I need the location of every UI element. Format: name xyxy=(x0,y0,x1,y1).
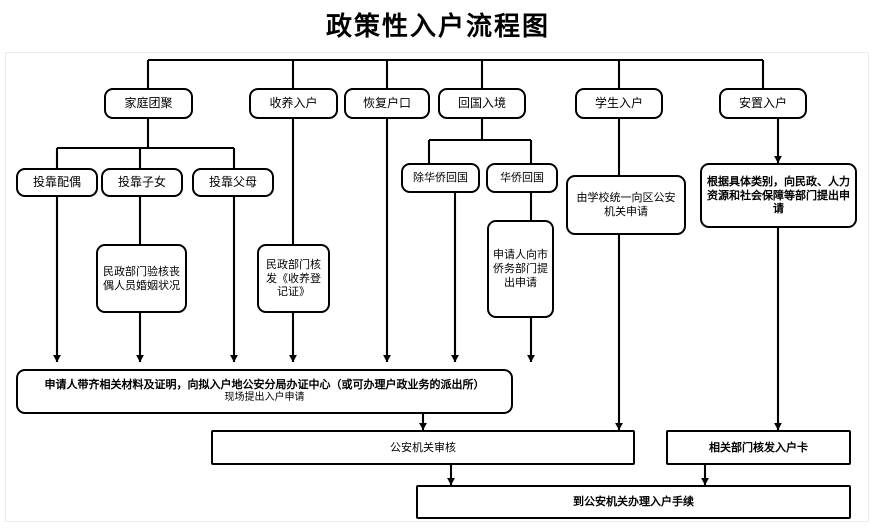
node-depend-parents[interactable]: 投靠父母 xyxy=(192,168,274,197)
node-adoption-hukou[interactable]: 收养入户 xyxy=(249,88,338,119)
node-school-unified-application[interactable]: 由学校统一向区公安机关申请 xyxy=(566,175,686,235)
page-title: 政策性入户流程图 xyxy=(325,12,550,42)
node-depend-spouse[interactable]: 投靠配偶 xyxy=(16,168,98,197)
node-label-line2: 现场提出入户申请 xyxy=(224,392,305,404)
node-overseas-chinese-return[interactable]: 华侨回国 xyxy=(486,163,558,193)
node-label: 申请人向市侨务部门提出申请 xyxy=(493,248,548,289)
node-restore-hukou[interactable]: 恢复户口 xyxy=(344,88,430,119)
node-depend-children[interactable]: 投靠子女 xyxy=(101,168,183,197)
node-non-overseas-chinese-return[interactable]: 除华侨回国 xyxy=(401,163,480,193)
node-label: 安置入户 xyxy=(738,96,787,110)
node-label-line1: 申请人带齐相关材料及证明，向拟入户地公安分局办证中心（或可办理户政业务的派出所） xyxy=(44,378,485,392)
node-label: 家庭团聚 xyxy=(124,96,173,110)
node-label: 民政部门验核丧偶人员婚姻状况 xyxy=(103,264,180,292)
node-label: 相关部门核发入户卡 xyxy=(709,440,808,454)
node-student-hukou[interactable]: 学生入户 xyxy=(575,88,663,119)
node-label: 根据具体类别，向民政、人力资源和社会保障等部门提出申请 xyxy=(707,174,850,216)
node-final-hukou-procedure[interactable]: 到公安机关办理入户手续 xyxy=(416,485,851,519)
node-label: 回国入境 xyxy=(457,96,506,110)
node-settlement-department-application[interactable]: 根据具体类别，向民政、人力资源和社会保障等部门提出申请 xyxy=(700,163,857,228)
node-civil-affairs-adoption-cert[interactable]: 民政部门核发《收养登记证》 xyxy=(257,244,330,313)
node-label: 收养入户 xyxy=(269,96,318,110)
node-label: 恢复户口 xyxy=(362,96,411,110)
node-label: 学生入户 xyxy=(594,96,643,110)
node-label: 由学校统一向区公安机关申请 xyxy=(576,191,676,218)
node-family-reunion[interactable]: 家庭团聚 xyxy=(104,88,193,119)
node-return-entry[interactable]: 回国入境 xyxy=(438,88,526,119)
node-label: 华侨回国 xyxy=(500,171,544,185)
node-label: 投靠配偶 xyxy=(32,175,81,189)
node-label: 到公安机关办理入户手续 xyxy=(573,495,694,509)
node-issue-hukou-card[interactable]: 相关部门核发入户卡 xyxy=(666,430,851,465)
node-label: 除华侨回国 xyxy=(413,171,468,185)
node-label: 公安机关审核 xyxy=(390,440,456,454)
node-label: 民政部门核发《收养登记证》 xyxy=(266,257,321,299)
node-label: 投靠父母 xyxy=(208,175,257,189)
node-submit-application[interactable]: 申请人带齐相关材料及证明，向拟入户地公安分局办证中心（或可办理户政业务的派出所）… xyxy=(16,369,513,414)
node-police-review[interactable]: 公安机关审核 xyxy=(211,430,635,465)
diagram-frame xyxy=(5,52,869,522)
node-label: 投靠子女 xyxy=(117,175,166,189)
node-overseas-affairs-application[interactable]: 申请人向市侨务部门提出申请 xyxy=(487,220,554,318)
node-settlement-hukou[interactable]: 安置入户 xyxy=(719,88,807,119)
node-civil-affairs-marriage-check[interactable]: 民政部门验核丧偶人员婚姻状况 xyxy=(96,244,187,313)
